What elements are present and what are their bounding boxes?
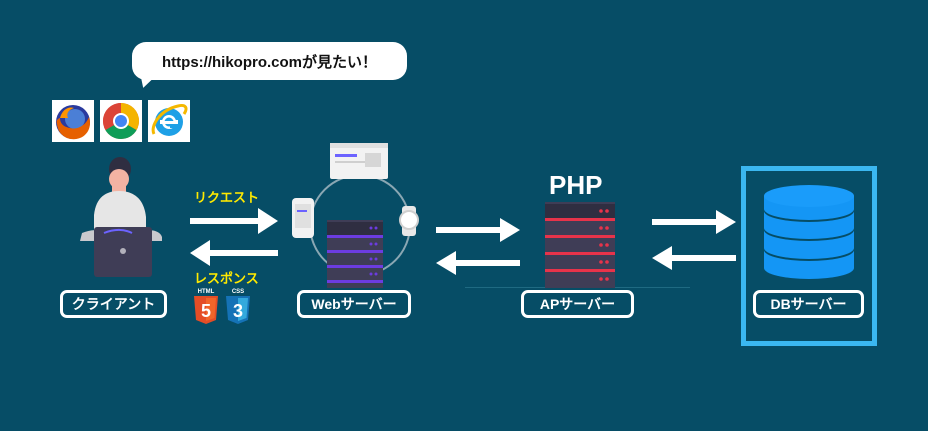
- db-server-label-text: DBサーバー: [770, 296, 847, 312]
- ap-server-label: APサーバー: [521, 290, 634, 318]
- web-to-ap-arrow-right-icon: [436, 218, 520, 242]
- request-label: リクエスト: [194, 190, 260, 205]
- chrome-icon: [100, 100, 142, 142]
- response-label: レスポンス: [194, 271, 259, 286]
- html5-badge-label: HTML: [198, 289, 215, 295]
- db-highlight-frame: [741, 166, 877, 346]
- ap-server-label-text: APサーバー: [539, 296, 616, 312]
- client-label: クライアント: [60, 290, 167, 318]
- database-icon: [764, 185, 854, 279]
- speech-bubble: https://hikopro.comが見たい！: [132, 42, 407, 80]
- html5-icon: HTML 5: [194, 289, 218, 324]
- php-label: PHP: [549, 170, 603, 200]
- ap-to-db-arrow-right-icon: [652, 210, 736, 234]
- css3-badge-label: CSS: [232, 289, 244, 295]
- speech-text: https://hikopro.comが見たい！: [162, 53, 377, 71]
- client-person-illustration: [80, 157, 162, 277]
- web-server-label: Webサーバー: [297, 290, 411, 318]
- client-label-text: クライアント: [71, 296, 156, 312]
- ap-server-icon: [545, 202, 615, 288]
- web-server-label-text: Webサーバー: [311, 296, 397, 312]
- db-server-label: DBサーバー: [753, 290, 864, 318]
- svg-text:3: 3: [233, 301, 243, 321]
- firefox-icon: [52, 100, 94, 142]
- db-to-ap-arrow-left-icon: [652, 246, 736, 270]
- css3-icon: CSS 3: [226, 289, 250, 324]
- ap-to-web-arrow-left-icon: [436, 251, 520, 275]
- response-arrow-left-icon: [190, 240, 278, 266]
- svg-text:5: 5: [201, 301, 211, 321]
- internet-explorer-icon: [148, 100, 190, 142]
- web-server-illustration: [292, 143, 419, 288]
- request-arrow-right-icon: [190, 208, 278, 234]
